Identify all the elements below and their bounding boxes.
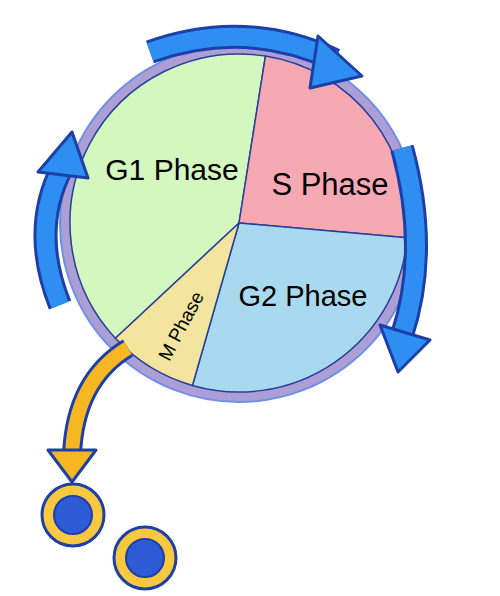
cycle-arrow-left (38, 132, 88, 305)
wedge-shape (115, 223, 239, 385)
wedge-shape (239, 56, 408, 238)
cycle-arrow-right (380, 148, 430, 372)
wedge-outline (70, 54, 408, 392)
daughter-cell (42, 484, 104, 546)
outer-ring (60, 44, 418, 402)
daughter-cell (114, 527, 176, 589)
cycle-arrow-top (150, 36, 362, 88)
phase-label: S Phase (271, 169, 388, 200)
phase-label: G2 Phase (239, 282, 368, 311)
phase-wedge: M Phase (70, 54, 408, 392)
division-arrow (48, 348, 128, 482)
phase-label: G1 Phase (105, 155, 238, 185)
